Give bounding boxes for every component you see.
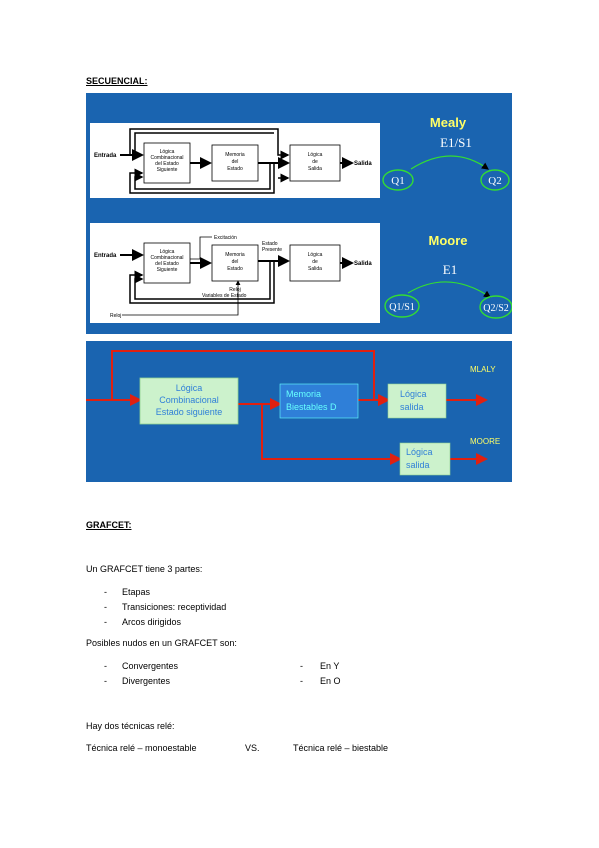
next-state-logic-line3: Estado siguiente: [156, 407, 223, 417]
memory-line1: Memoria: [286, 389, 321, 399]
moore-block1-line1: Lógica: [160, 249, 175, 255]
mealy-block1-line3: del Estado: [155, 161, 179, 167]
mealy-block2-line1: Memoria: [225, 152, 245, 158]
node-left-1: Convergentes: [122, 661, 179, 671]
memory-flipflops-block: [279, 383, 359, 419]
grafcet-part-dash-1: -: [104, 587, 107, 597]
relay-technique-a: Técnica relé – monoestable: [86, 743, 197, 753]
mealy-state-diagram: Mealy E1/S1 Q1 Q2: [382, 115, 510, 191]
moore-block3-line3: Salida: [308, 266, 322, 272]
mealy-transition-label: E1/S1: [440, 135, 472, 150]
node-dash-right-2: -: [300, 676, 303, 686]
mealy-title: Mealy: [430, 115, 467, 130]
memory-line2: Biestables D: [286, 402, 337, 412]
mealy-block1-line1: Lógica: [160, 149, 175, 155]
moore-block2-line3: Estado: [227, 266, 243, 272]
mealy-block1-line2: Combinacional: [150, 155, 183, 161]
state-machine-panel: Lógica Combinacional Estado siguiente Me…: [86, 341, 512, 482]
mealy-input-label: Entrada: [94, 153, 117, 159]
mealy-state-q1: [382, 169, 414, 191]
moore-output-logic-line2: salida: [406, 460, 430, 470]
mealy-output-logic-line2: salida: [400, 402, 424, 412]
node-dash-left-2: -: [104, 676, 107, 686]
moore-output-label: Salida: [354, 261, 372, 267]
node-dash-right-1: -: [300, 661, 303, 671]
moore-state-q1-label: Q1/S1: [389, 302, 415, 313]
mealy-output-logic-line1: Lógica: [400, 389, 427, 399]
next-state-logic-line1: Lógica: [176, 383, 203, 393]
moore-present-state-line1: Estado: [262, 241, 278, 247]
moore-title: Moore: [429, 233, 468, 248]
mealy-block3-line2: de: [312, 159, 318, 165]
mealy-output-label: MLALY: [470, 365, 496, 374]
moore-block1-line4: Siguiente: [157, 267, 178, 273]
moore-block1-line3: del Estado: [155, 261, 179, 267]
moore-state-q1: [384, 294, 420, 318]
mealy-block2-line3: Estado: [227, 166, 243, 172]
grafcet-part-dash-3: -: [104, 617, 107, 627]
mealy-output-logic-box: [387, 383, 447, 419]
grafcet-nodes-intro: Posibles nudos en un GRAFCET son:: [86, 638, 237, 648]
moore-output-label: MOORE: [470, 437, 500, 446]
moore-excitation-label: Excitación: [214, 235, 237, 241]
moore-block3-line2: de: [312, 259, 318, 265]
grafcet-heading: GRAFCET:: [86, 520, 132, 530]
moore-next-state-logic-block: [143, 242, 191, 284]
moore-present-state-line2: Presente: [262, 247, 282, 253]
node-right-2: En O: [320, 676, 341, 686]
moore-state-vars-label: Variables de Estado: [202, 293, 247, 299]
grafcet-part-1: Etapas: [122, 587, 151, 597]
mealy-block2-line2: del: [232, 159, 239, 165]
mealy-state-q2-label: Q2: [488, 175, 501, 187]
moore-state-diagram: Moore E1 Q1/S1 Q2/S2: [384, 233, 513, 319]
mealy-block1-line4: Siguiente: [157, 167, 178, 173]
state-machine-svg: Lógica Combinacional Estado siguiente Me…: [86, 350, 500, 476]
moore-output-logic-line1: Lógica: [406, 447, 433, 457]
grafcet-intro: Un GRAFCET tiene 3 partes:: [86, 564, 203, 574]
secuencial-heading: SECUENCIAL:: [86, 76, 148, 86]
moore-state-q2-label: Q2/S2: [483, 303, 509, 314]
mealy-block3-line3: Salida: [308, 166, 322, 172]
moore-clock-outer-label: Reloj: [110, 313, 121, 319]
relay-intro: Hay dos técnicas relé:: [86, 721, 175, 731]
moore-transition-label: E1: [443, 262, 457, 277]
sequential-diagram-panel: Entrada Lógica Combinacional del Estado …: [86, 93, 513, 334]
sequential-diagrams-svg: Entrada Lógica Combinacional del Estado …: [90, 115, 513, 323]
relay-technique-b: Técnica relé – biestable: [293, 743, 389, 753]
moore-block2-line1: Memoria: [225, 252, 245, 258]
node-dash-left-1: -: [104, 661, 107, 671]
mealy-output-label: Salida: [354, 161, 372, 167]
node-right-1: En Y: [320, 661, 340, 671]
mealy-block-diagram: Entrada Lógica Combinacional del Estado …: [90, 123, 380, 198]
moore-state-memory-block: [211, 244, 259, 282]
grafcet-part-dash-2: -: [104, 602, 107, 612]
moore-block1-line2: Combinacional: [150, 255, 183, 261]
mealy-next-state-logic-block: [143, 142, 191, 184]
moore-block-diagram: Entrada Lógica Combinacional del Estado …: [90, 223, 380, 323]
moore-block3-line1: Lógica: [308, 252, 323, 258]
moore-input-label: Entrada: [94, 253, 117, 259]
grafcet-part-2: Transiciones: receptividad: [122, 602, 227, 612]
grafcet-part-3: Arcos dirigidos: [122, 617, 182, 627]
mealy-output-logic-block: [289, 144, 341, 182]
next-state-logic-block: [139, 377, 239, 425]
relay-vs: VS.: [245, 743, 260, 753]
moore-clock-inner-label: Reloj: [229, 287, 240, 293]
mealy-state-q2: [480, 169, 510, 191]
panel-separator: [86, 334, 512, 341]
mealy-block3-line1: Lógica: [308, 152, 323, 158]
moore-block2-line2: del: [232, 259, 239, 265]
next-state-logic-line2: Combinacional: [159, 395, 219, 405]
mealy-state-q1-label: Q1: [391, 175, 404, 187]
moore-output-logic-box: [399, 442, 451, 476]
node-left-2: Divergentes: [122, 676, 171, 686]
